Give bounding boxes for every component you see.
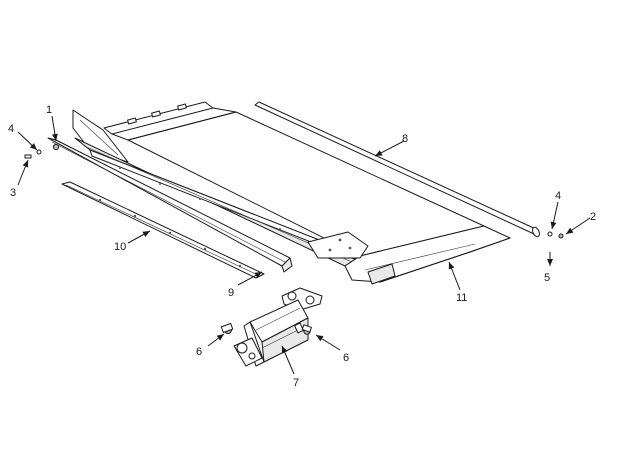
tray-assembly bbox=[72, 101, 511, 285]
long-bar bbox=[61, 181, 265, 279]
callout-10: 10 bbox=[114, 241, 126, 253]
leader-10 bbox=[127, 230, 151, 244]
callout-4-right: 4 bbox=[555, 190, 561, 202]
leader-7 bbox=[281, 345, 295, 375]
callout-11: 11 bbox=[456, 292, 467, 304]
pivot-rod bbox=[254, 101, 540, 238]
callout-8: 8 bbox=[402, 133, 408, 145]
callout-9: 9 bbox=[228, 287, 234, 299]
leader-4-right bbox=[550, 201, 559, 230]
leader-2 bbox=[565, 217, 591, 235]
leader-9 bbox=[237, 271, 263, 286]
leader-11 bbox=[448, 261, 461, 291]
beam-bolts bbox=[119, 167, 281, 230]
right-hardware bbox=[547, 231, 564, 239]
callout-5: 5 bbox=[544, 272, 550, 284]
hardware-washer-left bbox=[36, 149, 42, 155]
callout-6-right: 6 bbox=[343, 352, 349, 364]
leader-4-left bbox=[17, 131, 38, 151]
callout-1: 1 bbox=[46, 104, 52, 116]
clevis-pin-left bbox=[220, 322, 234, 334]
hardware-nut-left bbox=[52, 143, 60, 151]
callout-6-left: 6 bbox=[196, 346, 202, 358]
hardware-nut-right bbox=[558, 233, 564, 239]
long-bar-holes bbox=[98, 198, 242, 268]
leader-6-right bbox=[315, 334, 341, 351]
hardware-pin-left bbox=[24, 154, 32, 159]
corner-plate-holes bbox=[328, 238, 352, 252]
callout-labels: 1 4 3 8 4 2 5 10 9 11 6 6 7 bbox=[8, 104, 596, 389]
hardware-washer-right bbox=[547, 231, 553, 237]
leader-8 bbox=[374, 140, 405, 157]
hydraulic-cylinder bbox=[233, 287, 323, 367]
callout-7: 7 bbox=[293, 377, 299, 389]
clevis-pins bbox=[220, 322, 312, 335]
callout-2: 2 bbox=[590, 211, 596, 223]
callout-4-left: 4 bbox=[8, 123, 14, 135]
leader-1 bbox=[51, 115, 58, 142]
leader-6-left bbox=[207, 333, 225, 347]
clevis-pin-right bbox=[301, 324, 312, 335]
callout-3: 3 bbox=[10, 187, 16, 199]
callout-leaders bbox=[17, 115, 591, 375]
left-hardware bbox=[24, 143, 60, 159]
leader-3 bbox=[17, 159, 29, 186]
